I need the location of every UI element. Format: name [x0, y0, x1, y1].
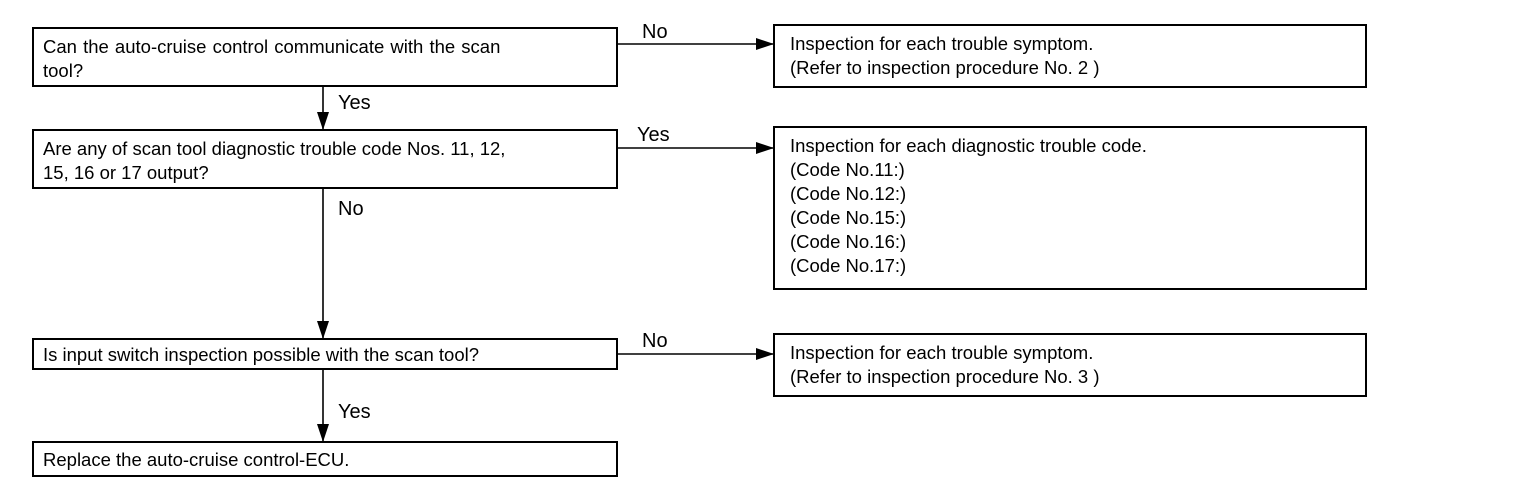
question-communication: Can the auto-cruise control communicate …	[32, 27, 618, 87]
q2-line2: 15, 16 or 17 output?	[43, 162, 209, 183]
q3-line1: Is input switch inspection possible with…	[43, 344, 480, 365]
code-11: (Code No.11:)	[790, 159, 905, 180]
label-q2-no: No	[338, 198, 364, 220]
result-procedure-3: Inspection for each trouble symptom. (Re…	[773, 333, 1367, 397]
question-trouble-codes: Are any of scan tool diagnostic trouble …	[32, 129, 618, 189]
r1-line2: (Refer to inspection procedure No. 2 )	[790, 57, 1100, 78]
action-replace-ecu: Replace the auto-cruise control-ECU.	[32, 441, 618, 477]
q1-line2: tool?	[43, 60, 84, 81]
result-procedure-2: Inspection for each trouble symptom. (Re…	[773, 24, 1367, 88]
result-trouble-codes: Inspection for each diagnostic trouble c…	[773, 126, 1367, 290]
code-17: (Code No.17:)	[790, 255, 907, 276]
r2-line1: Inspection for each diagnostic trouble c…	[790, 135, 1147, 156]
label-q2-yes: Yes	[637, 124, 670, 146]
question-input-switch: Is input switch inspection possible with…	[32, 338, 618, 370]
label-q3-no: No	[642, 330, 668, 352]
q2-line1: Are any of scan tool diagnostic trouble …	[43, 138, 506, 159]
q1-line1: Can the auto-cruise control communicate …	[43, 36, 501, 57]
label-q1-yes: Yes	[338, 92, 371, 114]
code-12: (Code No.12:)	[790, 183, 907, 204]
code-16: (Code No.16:)	[790, 231, 907, 252]
r1-line1: Inspection for each trouble symptom.	[790, 33, 1094, 54]
end-line1: Replace the auto-cruise control-ECU.	[43, 449, 350, 470]
code-15: (Code No.15:)	[790, 207, 907, 228]
label-q1-no: No	[642, 21, 668, 43]
r3-line2: (Refer to inspection procedure No. 3 )	[790, 366, 1100, 387]
label-q3-yes: Yes	[338, 401, 371, 423]
r3-line1: Inspection for each trouble symptom.	[790, 342, 1094, 363]
